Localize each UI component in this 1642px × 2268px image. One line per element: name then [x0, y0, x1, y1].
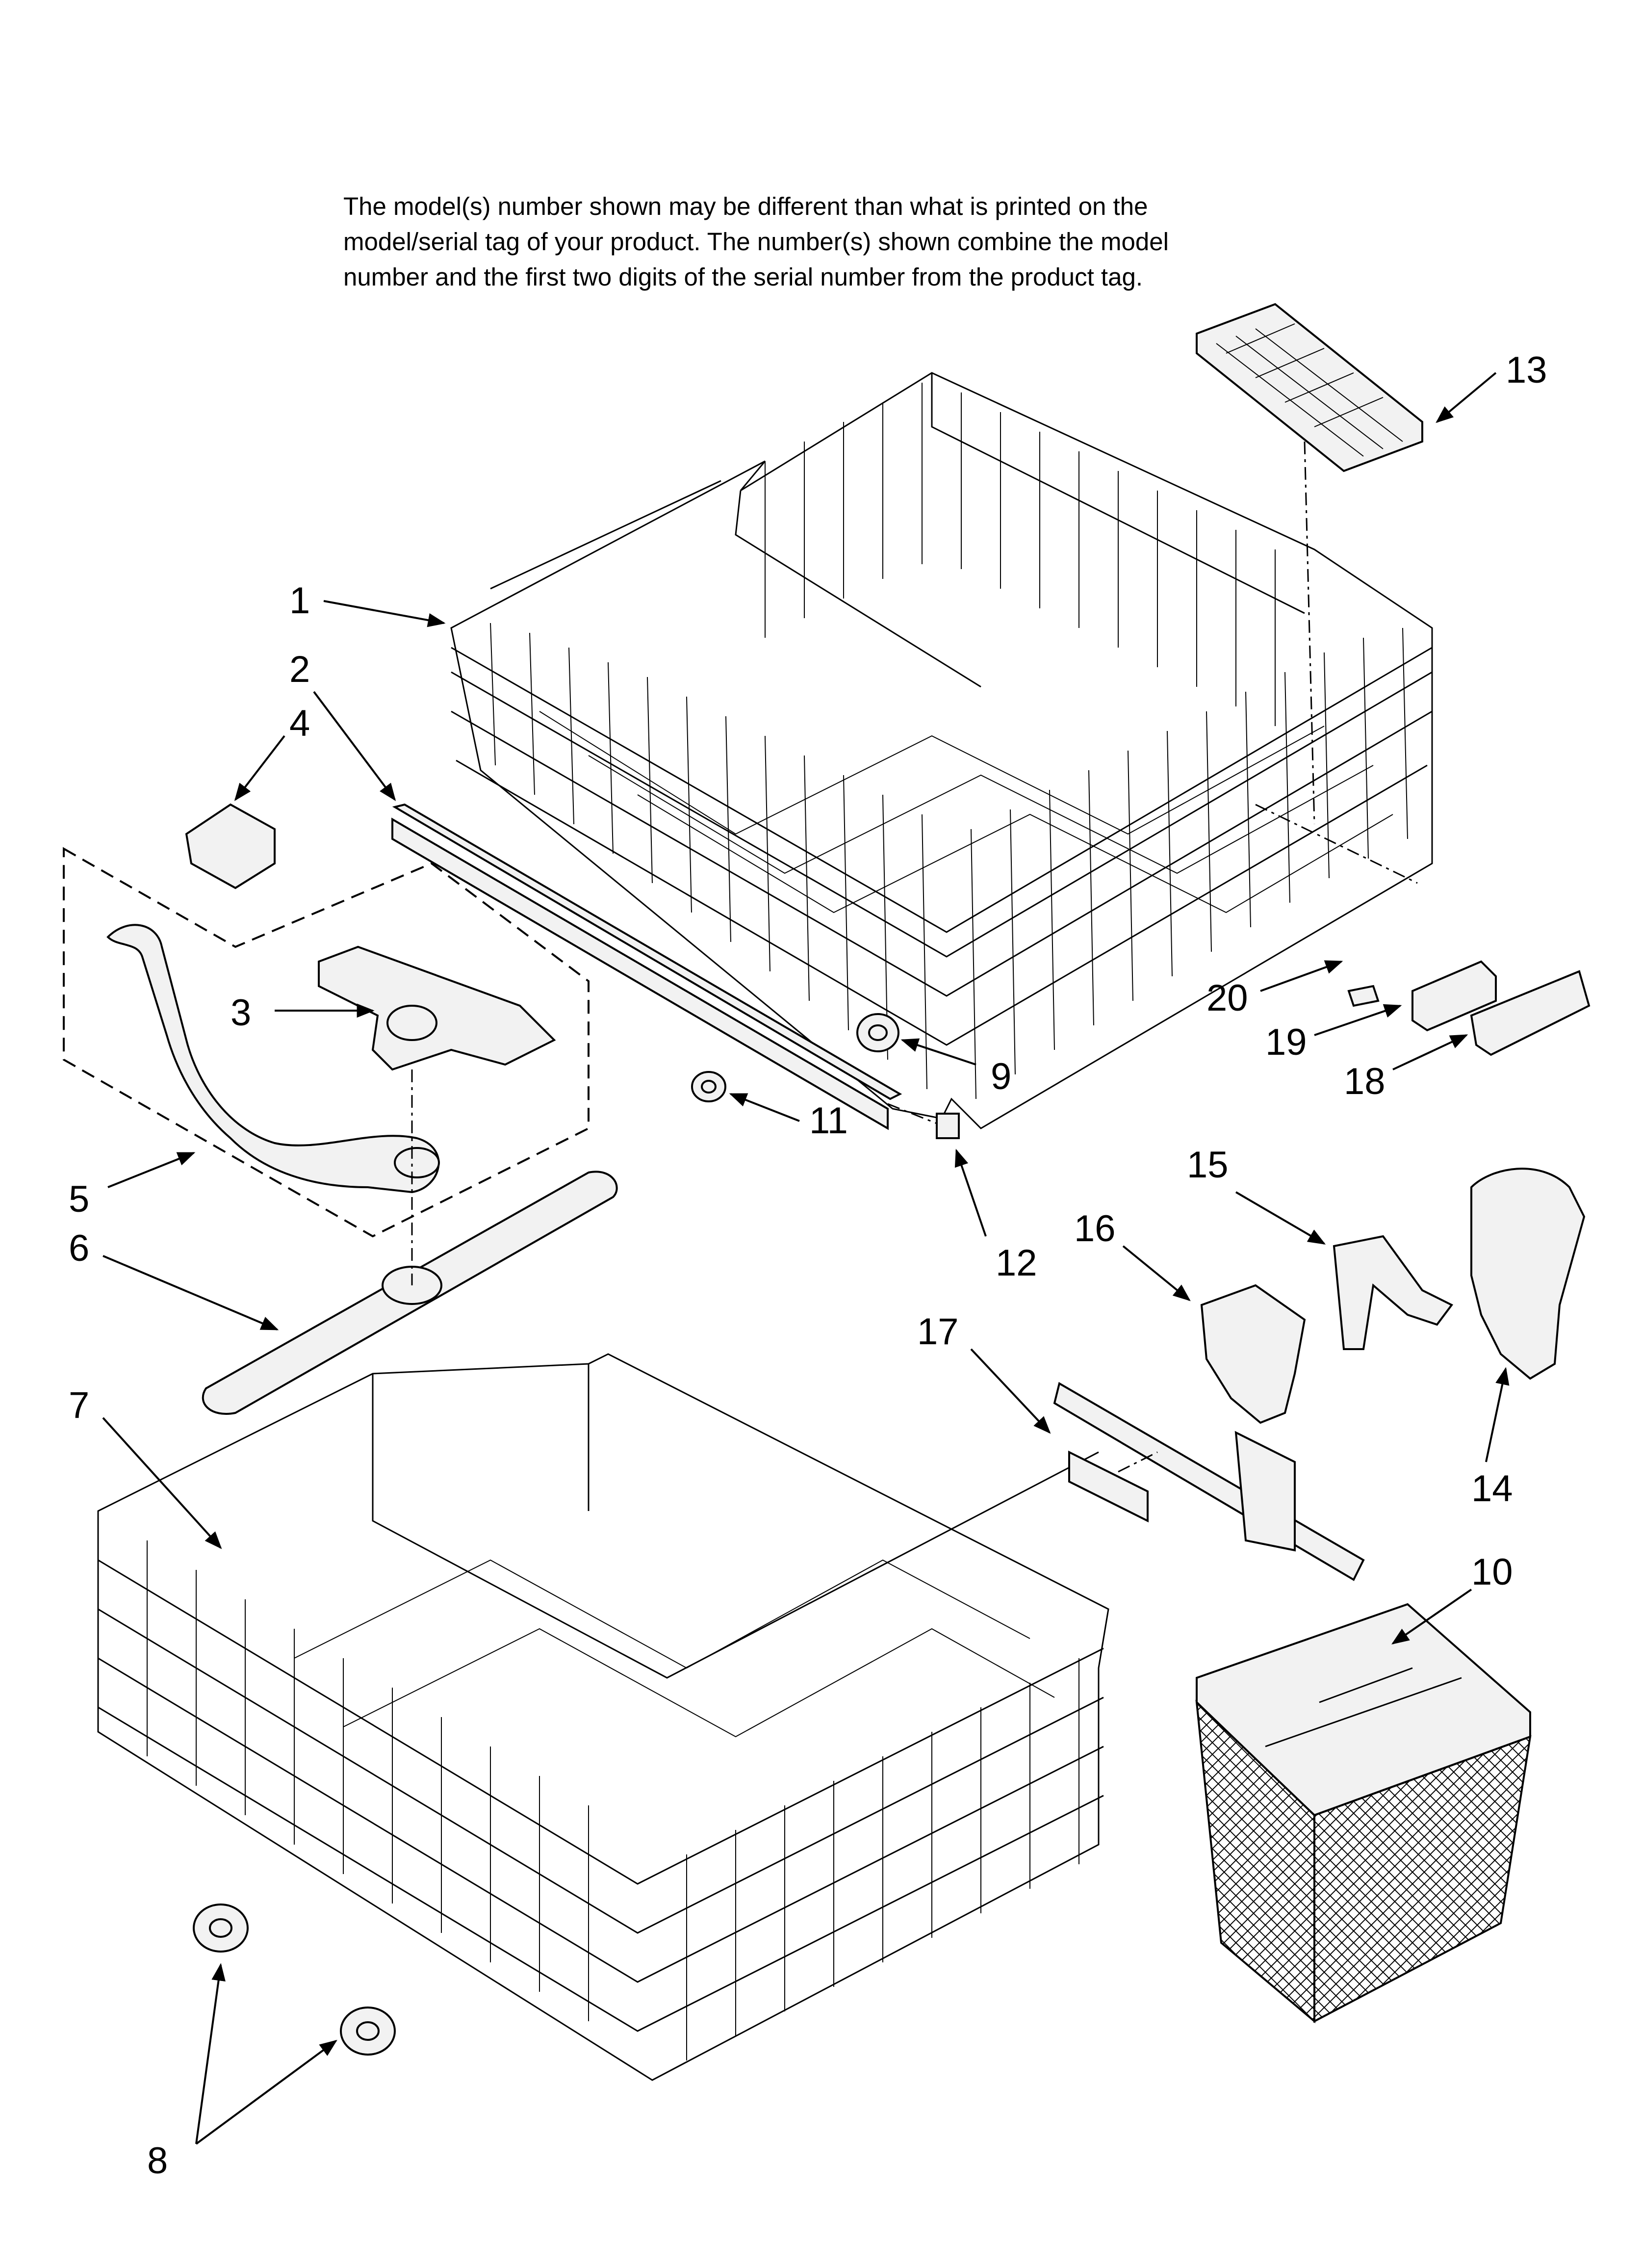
- leader-10: [1391, 1589, 1472, 1645]
- leader-19: [1314, 1004, 1402, 1036]
- callout-7: 7: [69, 1384, 89, 1426]
- alignment-line-13: [1304, 441, 1315, 825]
- disclaimer-line-1: The model(s) number shown may be differe…: [343, 192, 1148, 220]
- leader-14: [1485, 1367, 1510, 1462]
- callout-6: 6: [69, 1227, 89, 1269]
- leader-8a: [195, 1963, 226, 2144]
- rack-handle: [1347, 960, 1591, 1056]
- callout-10: 10: [1471, 1551, 1513, 1593]
- callout-17: 17: [917, 1311, 959, 1353]
- upper-rack: [450, 372, 1433, 1129]
- adjuster-housing: [1470, 1168, 1586, 1380]
- leader-6: [103, 1255, 279, 1330]
- cutlery-basket: [1195, 1603, 1532, 2024]
- callout-14: 14: [1471, 1468, 1513, 1510]
- leader-16: [1122, 1245, 1191, 1302]
- leader-13: [1436, 372, 1497, 423]
- leader-20: [1260, 960, 1343, 992]
- rail-stop-clip: [936, 1113, 960, 1139]
- callout-12: 12: [996, 1242, 1037, 1284]
- leader-4: [234, 735, 285, 801]
- leader-17: [970, 1348, 1051, 1434]
- callout-18: 18: [1344, 1061, 1385, 1102]
- callout-2: 2: [289, 649, 310, 690]
- callout-4: 4: [289, 703, 310, 744]
- callout-9: 9: [991, 1056, 1011, 1097]
- callout-19: 19: [1265, 1021, 1307, 1063]
- leader-2: [313, 691, 396, 801]
- adjuster-plate: [1200, 1284, 1306, 1424]
- lower-spray-arm: [202, 1171, 618, 1415]
- alignment-line-17: [1118, 1451, 1158, 1473]
- callout-16: 16: [1074, 1208, 1116, 1250]
- assembly-outline: [63, 847, 590, 1238]
- callout-5: 5: [69, 1178, 89, 1220]
- adjuster-lever: [1333, 1235, 1454, 1350]
- spray-tube: [106, 924, 440, 1194]
- leader-11: [729, 1093, 800, 1122]
- rack-rollers: [691, 1013, 899, 1102]
- callout-3: 3: [231, 992, 251, 1034]
- leader-15: [1235, 1191, 1326, 1245]
- spray-manifold: [318, 945, 556, 1071]
- leader-1: [323, 600, 446, 627]
- adjuster-bracket: [1053, 1382, 1365, 1581]
- lower-rack-wheels: [193, 1903, 396, 2056]
- alignment-line-18: [1255, 804, 1418, 884]
- alignment-line-12: [887, 1103, 937, 1124]
- callout-15: 15: [1187, 1144, 1229, 1186]
- lower-rack: [97, 1353, 1109, 2081]
- callout-8: 8: [147, 2140, 168, 2182]
- rack-clip: [185, 803, 276, 889]
- callout-13: 13: [1506, 349, 1547, 391]
- leader-8b: [195, 2039, 337, 2145]
- leader-18: [1392, 1034, 1468, 1070]
- callout-20: 20: [1206, 977, 1248, 1019]
- callout-1: 1: [289, 580, 310, 622]
- cup-shelf: [1196, 303, 1423, 472]
- rack-rail: [391, 803, 902, 1130]
- leader-12: [954, 1148, 987, 1237]
- leader-9: [900, 1038, 976, 1066]
- leader-5: [107, 1152, 196, 1188]
- disclaimer-line-3: number and the first two digits of the s…: [343, 263, 1143, 291]
- callout-11: 11: [809, 1100, 848, 1142]
- leader-7: [102, 1417, 222, 1549]
- disclaimer-line-2: model/serial tag of your product. The nu…: [343, 228, 1169, 256]
- disclaimer-text: The model(s) number shown may be differe…: [343, 189, 1373, 295]
